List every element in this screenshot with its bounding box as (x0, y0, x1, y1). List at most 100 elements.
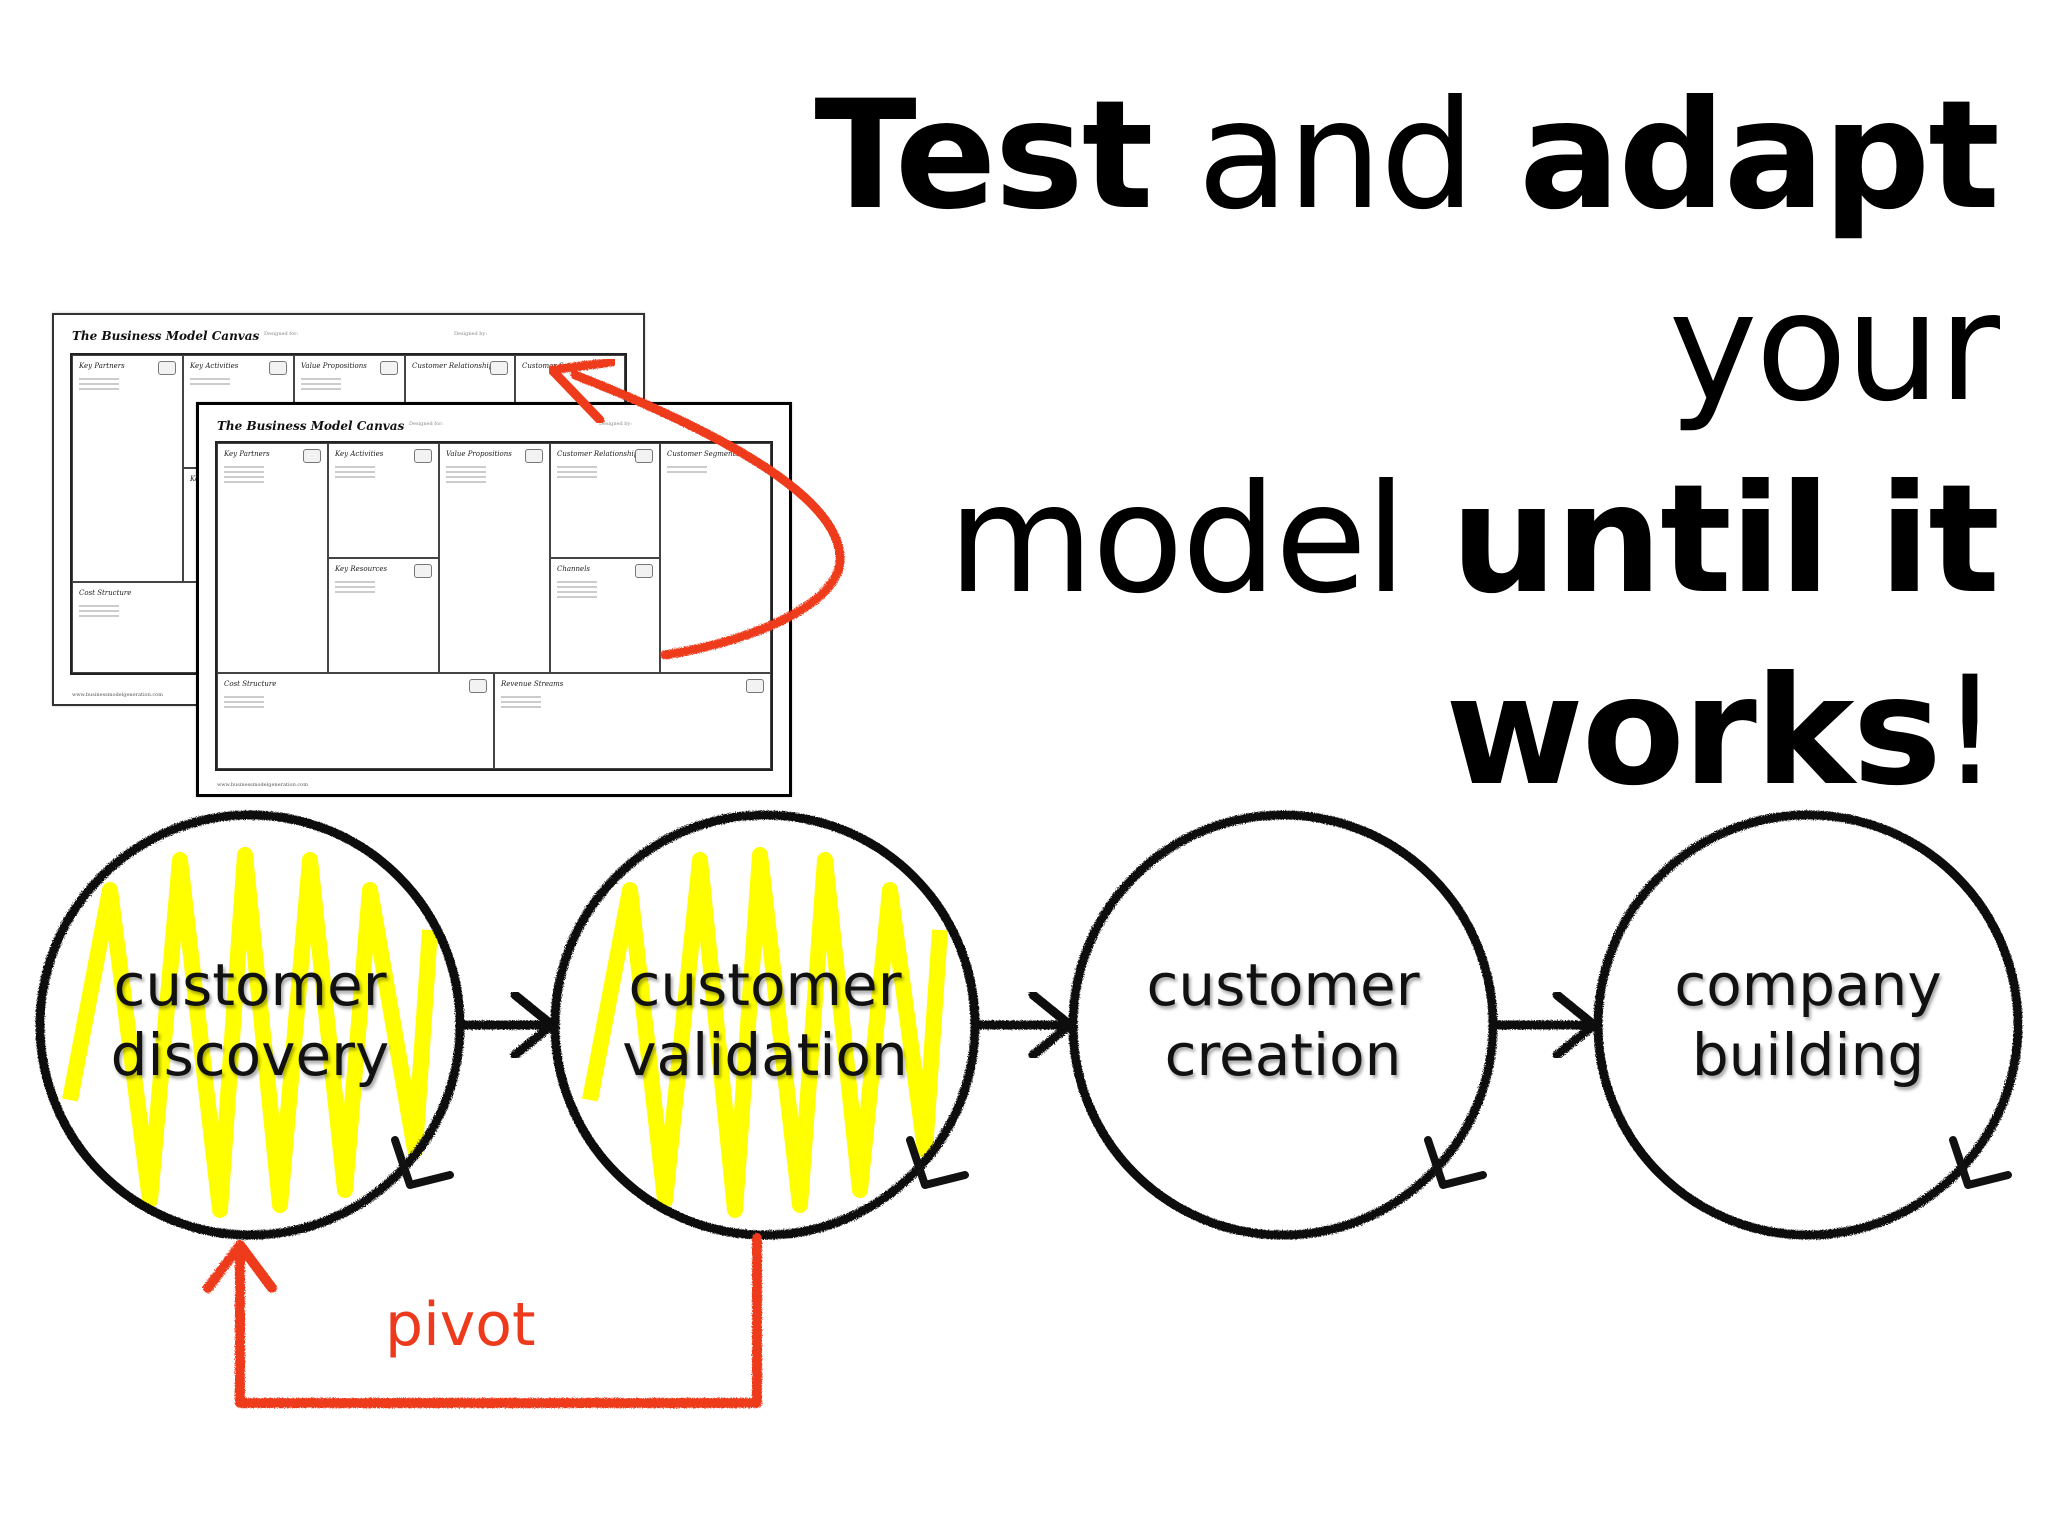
stage-customer-creation: customer creation (1103, 950, 1463, 1090)
slide-title: Test and adapt your model until it works… (698, 60, 2000, 828)
title-word-adapt: adapt (1519, 69, 2000, 243)
canvas-designed-by: Designed by: (599, 421, 633, 427)
discovery-scribble (62, 847, 438, 1218)
block-revenue-streams: Revenue Streams (494, 673, 771, 769)
arrow-validation-to-creation (972, 990, 1075, 1060)
block-label: Key Partners (224, 450, 270, 458)
block-label: Customer Relationships (557, 450, 642, 458)
stage-arrows (457, 990, 1599, 1060)
block-label: Revenue Streams (501, 680, 564, 688)
stage-label-line2: discovery (110, 1021, 390, 1089)
canvas-designed-for: Designed for: (264, 331, 299, 337)
block-label: Cost Structure (224, 680, 277, 688)
stage-label-line1: customer (628, 951, 902, 1019)
stage-company-building: company building (1628, 950, 1988, 1090)
block-placeholder-text (667, 466, 707, 476)
loop-arrow-4 (1949, 1136, 2012, 1189)
block-placeholder-text (335, 581, 375, 596)
block-label: Value Propositions (301, 362, 367, 370)
title-exclamation: ! (1939, 645, 2000, 819)
pivot-arrow-head (203, 1240, 277, 1293)
block-placeholder-text (224, 696, 264, 711)
block-key-resources: Key Resources (328, 558, 439, 673)
iteration-arrow-head (547, 357, 617, 425)
block-label: Value Propositions (446, 450, 512, 458)
stage-label-line1: customer (1146, 951, 1420, 1019)
title-word-test: Test (814, 69, 1153, 243)
block-key-activities: Key Activities (328, 443, 439, 558)
arrow-creation-to-building (1490, 990, 1599, 1060)
canvas-grid: Key Partners Key Activities Key Resource… (215, 441, 773, 771)
title-word-model: model (947, 453, 1407, 627)
heart-icon (490, 361, 508, 375)
gauge-icon (414, 449, 432, 463)
block-placeholder-text (501, 696, 541, 711)
block-label: Key Activities (335, 450, 384, 458)
block-key-partners: Key Partners (72, 355, 183, 582)
stage-label-line2: building (1691, 1021, 1925, 1089)
block-key-partners: Key Partners (217, 443, 328, 673)
block-placeholder-text (224, 466, 264, 486)
canvas-designed-for: Designed for: (409, 421, 444, 427)
block-label: Key Partners (79, 362, 125, 370)
block-placeholder-text (335, 466, 375, 481)
block-label: Key Activities (190, 362, 239, 370)
loop-arrow-3 (1424, 1136, 1487, 1189)
title-words-until-it: until it (1450, 453, 2000, 627)
title-word-and: and (1197, 69, 1475, 243)
stage-label-line1: customer (113, 951, 387, 1019)
block-customer-relationships: Customer Relationships (550, 443, 660, 558)
canvas-iteration-arrow (547, 357, 845, 660)
block-placeholder-text (301, 378, 341, 393)
stage-label-line2: validation (622, 1021, 908, 1089)
heart-icon (635, 449, 653, 463)
title-line-2: model until it (698, 444, 2000, 636)
block-placeholder-text (79, 605, 119, 620)
loop-arrowheads (391, 1136, 2012, 1189)
validation-scribble (582, 847, 948, 1218)
money-bag-icon (746, 679, 764, 693)
block-label: Customer Segments (667, 450, 739, 458)
title-word-works: works (1445, 645, 1942, 819)
gift-icon (525, 449, 543, 463)
canvas-footer: www.businessmodelgeneration.com (217, 782, 308, 788)
block-label: Customer Relationships (412, 362, 497, 370)
stage-customer-validation: customer validation (585, 950, 945, 1090)
block-label: Key Resources (335, 565, 388, 573)
block-value-propositions: Value Propositions (439, 443, 550, 673)
canvas-designed-by: Designed by: (454, 331, 488, 337)
block-placeholder-text (79, 378, 119, 393)
loop-arrow-1 (391, 1136, 454, 1189)
canvas-title: The Business Model Canvas (72, 329, 260, 343)
chain-icon (158, 361, 176, 375)
factory-icon (414, 564, 432, 578)
block-customer-segments: Customer Segments (660, 443, 771, 673)
title-line-1: Test and adapt your (698, 60, 2000, 444)
business-model-canvas-front: The Business Model Canvas Designed for: … (196, 402, 792, 797)
gift-icon (380, 361, 398, 375)
title-line-3: works! (698, 636, 2000, 828)
canvas-title: The Business Model Canvas (217, 419, 405, 433)
canvas-footer: www.businessmodelgeneration.com (72, 692, 163, 698)
highlight-scribbles (62, 847, 948, 1218)
stage-customer-discovery: customer discovery (70, 950, 430, 1090)
block-placeholder-text (557, 581, 597, 601)
tag-icon (469, 679, 487, 693)
stage-label-line1: company (1674, 951, 1942, 1019)
block-placeholder-text (190, 378, 230, 388)
block-channels: Channels (550, 558, 660, 673)
chain-icon (303, 449, 321, 463)
title-word-your: your (1668, 261, 2000, 435)
arrow-discovery-to-validation (457, 990, 557, 1060)
block-placeholder-text (446, 466, 486, 486)
block-label: Channels (557, 565, 591, 573)
block-placeholder-text (557, 466, 597, 481)
block-cost-structure: Cost Structure (217, 673, 494, 769)
truck-icon (635, 564, 653, 578)
stage-label-line2: creation (1164, 1021, 1402, 1089)
pivot-arrow-line (235, 1233, 762, 1408)
gauge-icon (269, 361, 287, 375)
loop-arrow-2 (906, 1136, 969, 1189)
iteration-arrow-line (570, 370, 845, 660)
